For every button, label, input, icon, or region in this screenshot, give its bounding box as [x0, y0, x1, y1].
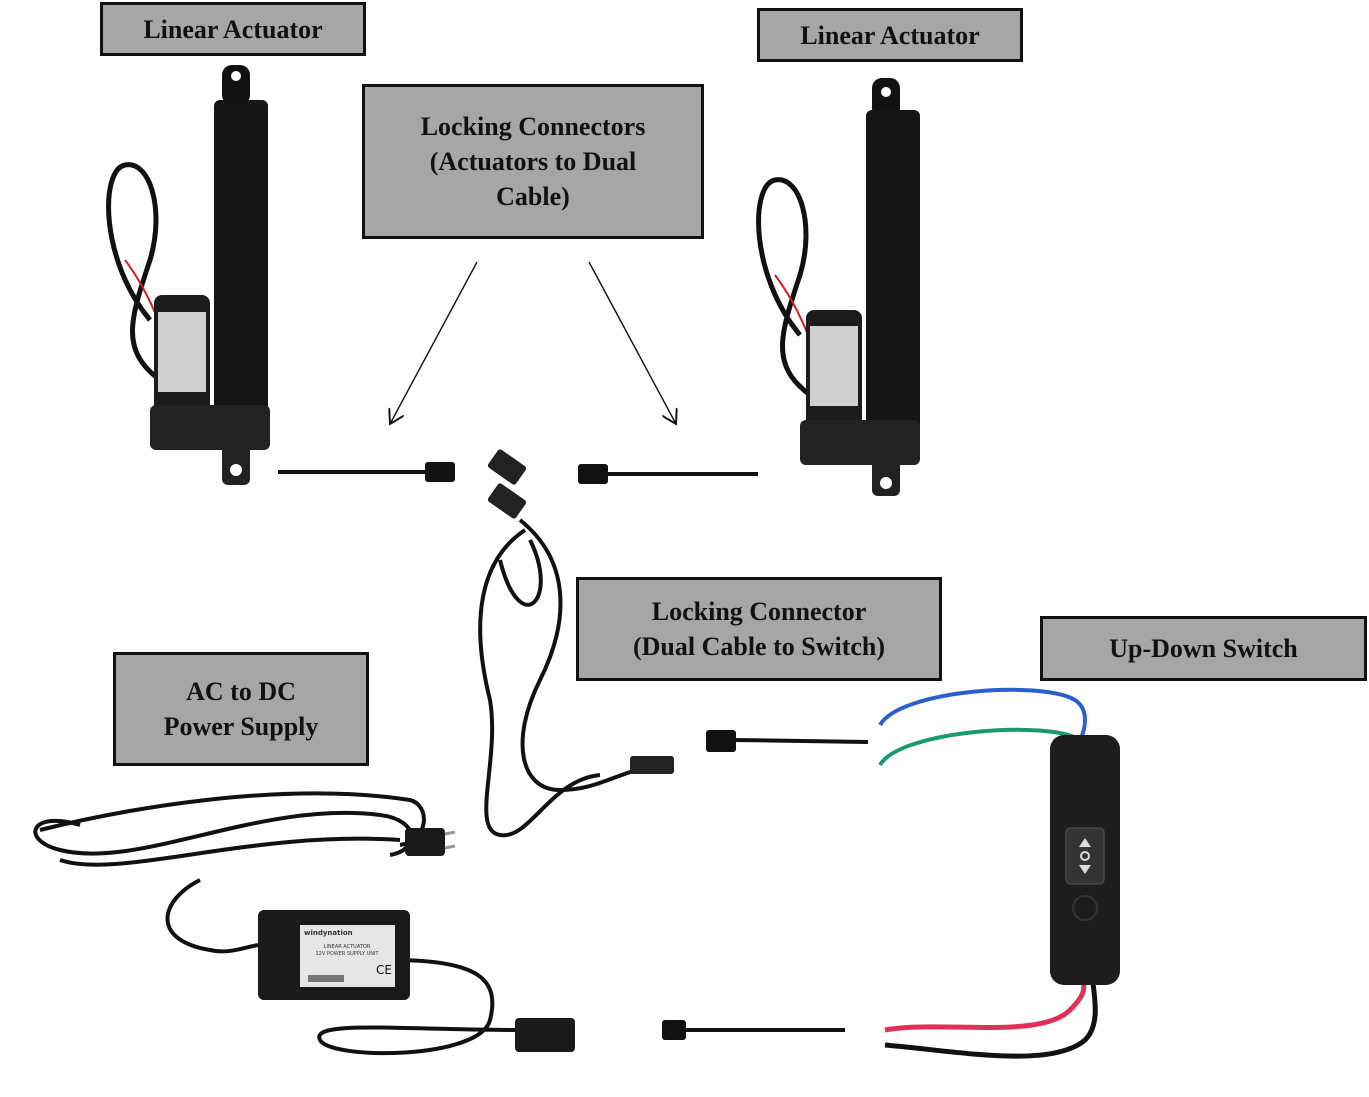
label-linear-actuator-right: Linear Actuator [757, 8, 1023, 62]
linear-actuator-left-image [106, 65, 270, 485]
linear-actuator-right-image [756, 78, 920, 496]
arrow-right [588, 261, 676, 424]
label-locking-connectors: Locking Connectors (Actuators to Dual Ca… [362, 84, 704, 239]
connector-lead-left [278, 462, 455, 482]
power-supply-ce-mark: CE [376, 963, 392, 977]
switch-connector-lead-bottom [662, 1020, 845, 1040]
label-up-down-switch: Up-Down Switch [1040, 616, 1367, 681]
switch-connector-lead-top [706, 730, 869, 752]
up-down-switch-image [878, 687, 1120, 1059]
power-supply-line1: LINEAR ACTUATOR [324, 944, 371, 950]
power-supply-brand: windynation [304, 929, 353, 937]
power-supply-line2: 12V POWER SUPPLY UNIT [315, 951, 379, 957]
power-supply-image: windynation LINEAR ACTUATOR 12V POWER SU… [33, 791, 575, 1056]
label-locking-connector-switch: Locking Connector (Dual Cable to Switch) [576, 577, 942, 681]
label-linear-actuator-left: Linear Actuator [100, 2, 366, 56]
label-power-supply: AC to DC Power Supply [113, 652, 369, 766]
connector-lead-right [578, 464, 758, 484]
dual-cable-image [478, 449, 674, 838]
arrow-left [390, 261, 478, 424]
